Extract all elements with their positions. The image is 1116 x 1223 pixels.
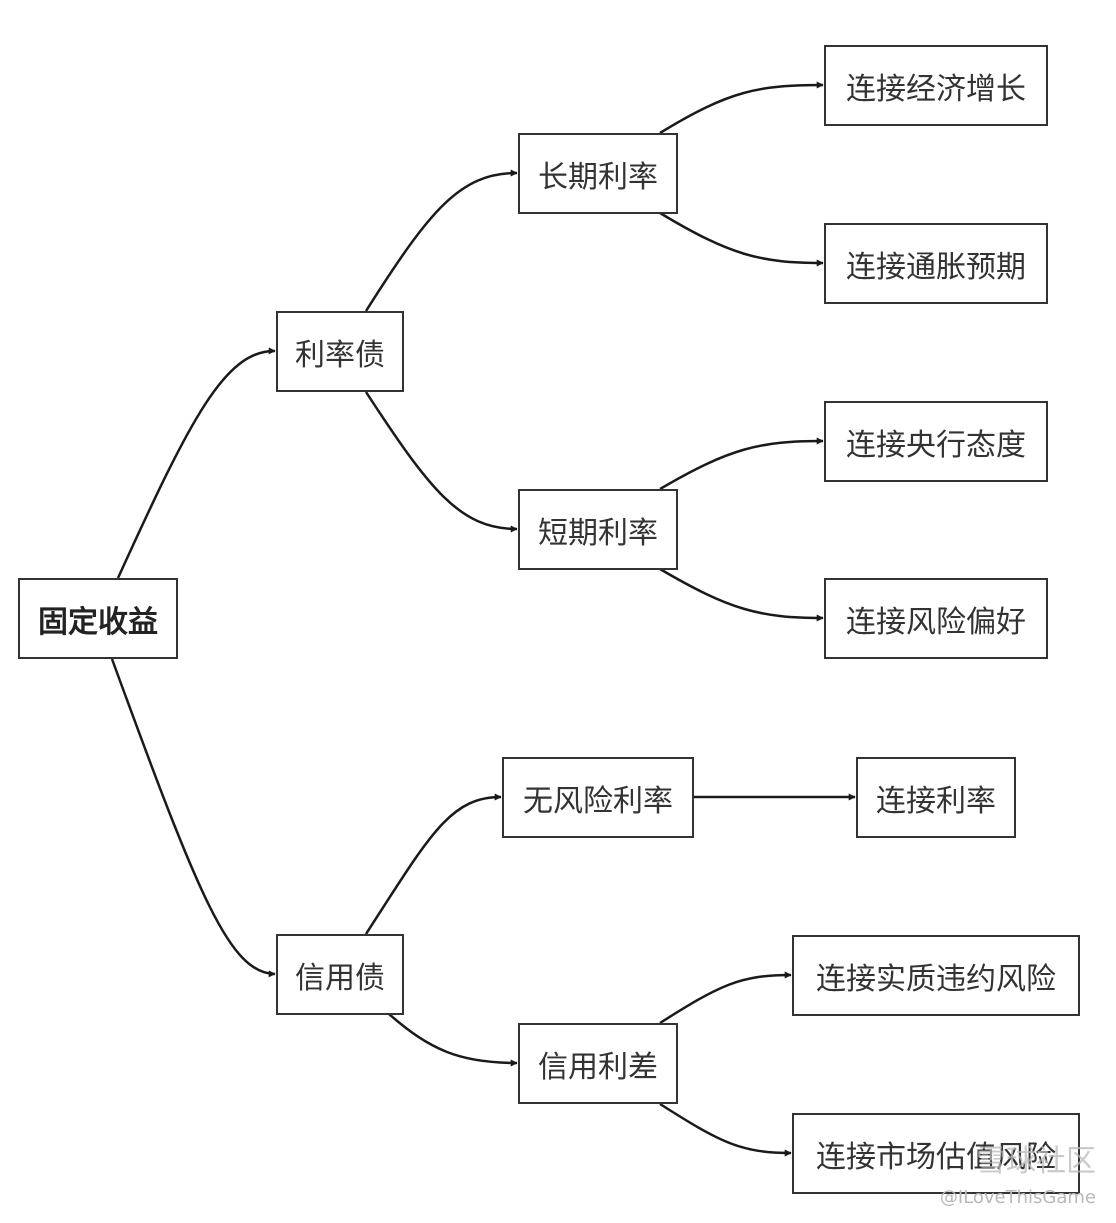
- edge-credit-bond-spread: [388, 1013, 518, 1067]
- node-long-rate: 长期利率: [518, 133, 678, 214]
- node-risk-pref: 连接风险偏好: [824, 578, 1048, 659]
- edge-spread-default-risk: [659, 971, 792, 1025]
- edge-rate-bond-long: [364, 169, 518, 312]
- node-rate-bond: 利率债: [276, 311, 404, 392]
- node-root: 固定收益: [18, 578, 178, 659]
- watermark-site: 雪球社区: [976, 1144, 1096, 1179]
- edge-long-econ-growth: [659, 81, 824, 135]
- node-short-rate: 短期利率: [518, 489, 678, 570]
- node-credit-bond: 信用债: [276, 934, 404, 1015]
- edge-credit-bond-riskfree: [364, 793, 502, 935]
- edge-long-inflation: [659, 211, 824, 267]
- edge-short-risk-pref: [659, 567, 824, 622]
- edge-spread-valuation-risk: [659, 1102, 792, 1157]
- node-link-rate: 连接利率: [856, 757, 1016, 838]
- watermark-handle: @ILoveThisGame: [939, 1187, 1096, 1208]
- node-econ-growth: 连接经济增长: [824, 45, 1048, 126]
- node-riskfree-rate: 无风险利率: [502, 757, 694, 838]
- node-credit-spread: 信用利差: [518, 1023, 678, 1104]
- edge-rate-bond-short: [364, 391, 518, 533]
- node-inflation: 连接通胀预期: [824, 223, 1048, 304]
- node-default-risk: 连接实质违约风险: [792, 935, 1080, 1016]
- edge-root-credit-bond: [110, 658, 276, 978]
- node-central-bank: 连接央行态度: [824, 401, 1048, 482]
- edge-short-central-bank: [659, 437, 824, 491]
- edge-root-rate-bond: [116, 347, 276, 579]
- node-valuation-risk: 连接市场估值风险: [792, 1113, 1080, 1194]
